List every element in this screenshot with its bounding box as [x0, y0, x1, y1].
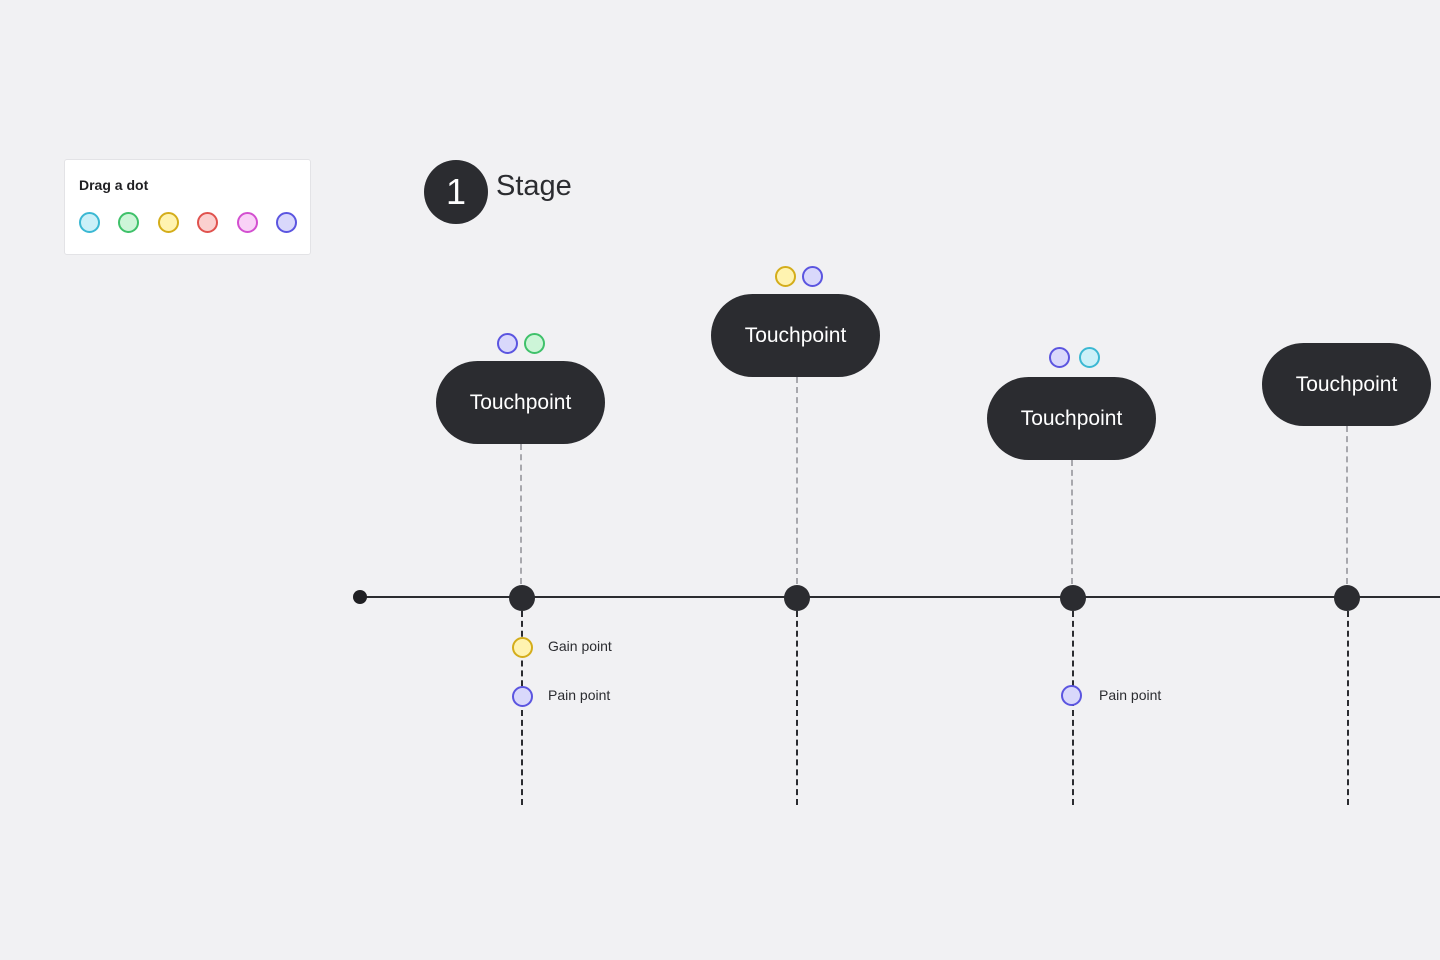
- timeline-node-2: [784, 585, 810, 611]
- connector-down-4: [1347, 611, 1349, 805]
- palette-dot-cyan[interactable]: [79, 212, 100, 233]
- stage-title[interactable]: Stage: [496, 170, 572, 202]
- touchpoint-2-dot-purple[interactable]: [802, 266, 823, 287]
- palette-title: Drag a dot: [79, 177, 149, 193]
- connector-down-1: [521, 611, 523, 805]
- touchpoint-1-dot-purple[interactable]: [497, 333, 518, 354]
- timeline-line: [360, 596, 1440, 598]
- timeline-node-3: [1060, 585, 1086, 611]
- note-3-label[interactable]: Pain point: [1099, 687, 1162, 703]
- touchpoint-card-1[interactable]: Touchpoint: [436, 361, 605, 444]
- note-1-label[interactable]: Gain point: [548, 638, 612, 654]
- palette-dot-pink[interactable]: [237, 212, 258, 233]
- palette-dot-green[interactable]: [118, 212, 139, 233]
- connector-up-2: [796, 377, 798, 584]
- note-1-dot-yellow[interactable]: [512, 637, 533, 658]
- connector-down-2: [796, 611, 798, 805]
- touchpoint-card-3[interactable]: Touchpoint: [987, 377, 1156, 460]
- connector-up-1: [520, 444, 522, 584]
- dot-palette: Drag a dot: [64, 159, 311, 255]
- touchpoint-card-2[interactable]: Touchpoint: [711, 294, 880, 377]
- stage-number-badge: 1: [424, 160, 488, 224]
- touchpoint-3-dot-cyan[interactable]: [1079, 347, 1100, 368]
- connector-down-3: [1072, 611, 1074, 805]
- connector-up-4: [1346, 426, 1348, 584]
- timeline-node-1: [509, 585, 535, 611]
- palette-dot-red[interactable]: [197, 212, 218, 233]
- note-2-dot-purple[interactable]: [512, 686, 533, 707]
- note-2-label[interactable]: Pain point: [548, 687, 611, 703]
- touchpoint-3-dot-purple[interactable]: [1049, 347, 1070, 368]
- timeline-start-dot: [353, 590, 367, 604]
- palette-dot-yellow[interactable]: [158, 212, 179, 233]
- palette-dot-purple[interactable]: [276, 212, 297, 233]
- touchpoint-2-dot-yellow[interactable]: [775, 266, 796, 287]
- touchpoint-1-dot-green[interactable]: [524, 333, 545, 354]
- touchpoint-card-4[interactable]: Touchpoint: [1262, 343, 1431, 426]
- timeline-node-4: [1334, 585, 1360, 611]
- connector-up-3: [1071, 460, 1073, 584]
- note-3-dot-purple[interactable]: [1061, 685, 1082, 706]
